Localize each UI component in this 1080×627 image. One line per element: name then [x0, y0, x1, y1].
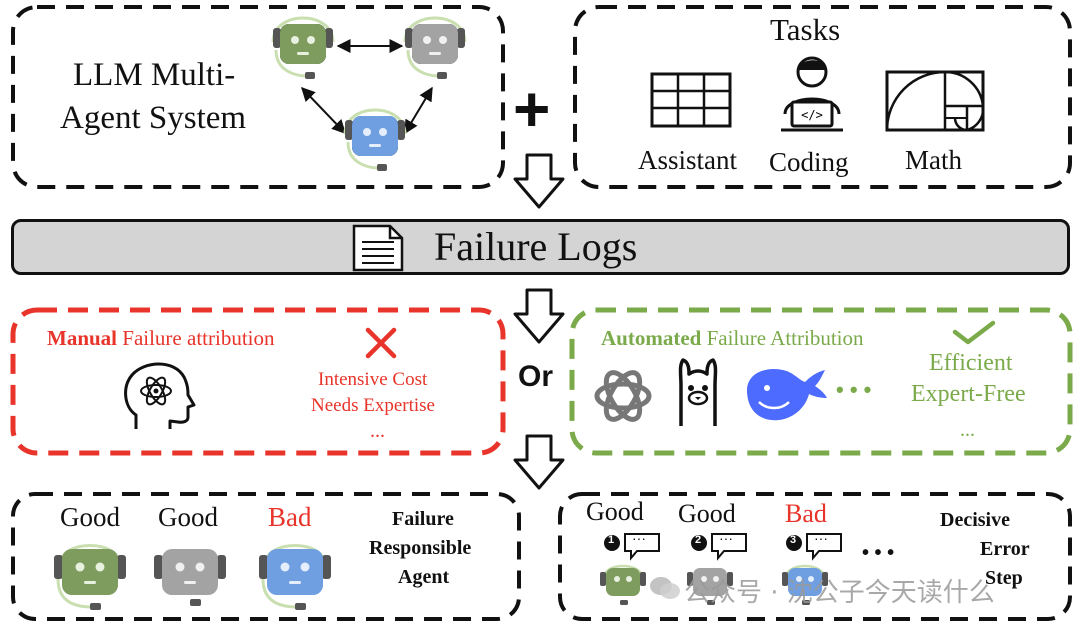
- automated-benefit-efficient: Efficient: [929, 350, 1013, 376]
- automated-title: Automated Failure Attribution: [601, 326, 863, 351]
- down-arrow-1: [513, 153, 565, 209]
- cross-icon: [365, 327, 397, 359]
- agent-label-2: Good: [158, 502, 218, 532]
- failure-logs-label: Failure Logs: [434, 224, 638, 269]
- steps-more-dots: • • •: [862, 542, 895, 564]
- robot-green-top: [271, 16, 335, 81]
- brain-head-icon: [124, 362, 196, 429]
- system-label-line2: Agent System: [60, 100, 247, 136]
- step-1-bubble-text: ···: [632, 530, 646, 546]
- down-arrow-2: [513, 288, 565, 344]
- task-label-math: Math: [905, 145, 962, 175]
- responsible-caption-3: Agent: [398, 566, 450, 588]
- manual-issue-cost: Intensive Cost: [318, 369, 428, 390]
- automated-title-rest: Failure Attribution: [701, 326, 864, 350]
- wechat-logo-icon: [650, 577, 680, 599]
- task-label-coding: Coding: [769, 147, 849, 177]
- manual-title: Manual Failure attribution: [47, 326, 275, 351]
- step-2-robot: [687, 568, 733, 605]
- agent-label-1: Good: [60, 502, 120, 532]
- check-icon: [952, 320, 996, 345]
- decisive-caption-2: Error: [980, 538, 1030, 560]
- responsible-caption-2: Responsible: [369, 537, 472, 559]
- automated-more: ...: [960, 419, 975, 441]
- down-arrow-3: [513, 434, 565, 490]
- system-label-line1: LLM Multi-: [73, 57, 236, 93]
- watermark-text: 公众号 · 沈公子今天读什么: [684, 578, 995, 608]
- step-2-number: 2: [695, 534, 702, 546]
- step-label-1: Good: [586, 497, 644, 526]
- robot-blue-bottom: [259, 544, 331, 610]
- deepseek-logo-icon: [747, 368, 827, 421]
- coder-icon: </>: [781, 56, 843, 132]
- robot-gray-bottom: [154, 549, 226, 606]
- step-3-bubble-text: ···: [814, 530, 828, 546]
- step-1-bubble: [604, 533, 660, 561]
- llama-logo-icon: [678, 358, 718, 426]
- robot-green-bottom: [54, 544, 126, 610]
- step-3-robot: [782, 564, 828, 605]
- or-label: Or: [518, 360, 554, 393]
- automated-benefit-expertfree: Expert-Free: [911, 381, 1026, 407]
- responsible-caption-1: Failure: [392, 508, 454, 530]
- robot-gray-top: [403, 16, 467, 81]
- manual-title-rest: Failure attribution: [117, 326, 275, 350]
- models-more-dots: • • •: [836, 377, 872, 402]
- svg-text:</>: </>: [801, 108, 823, 122]
- table-icon: [650, 72, 732, 128]
- robot-blue-top: [343, 108, 407, 173]
- plus-sign: +: [513, 73, 551, 145]
- step-label-2: Good: [678, 499, 736, 528]
- decisive-caption-1: Decisive: [940, 509, 1010, 531]
- step-label-3: Bad: [785, 499, 827, 528]
- document-icon: [352, 224, 404, 272]
- step-3-bubble: [786, 533, 842, 561]
- step-1-number: 1: [608, 534, 615, 546]
- step-3-number: 3: [790, 534, 797, 546]
- openai-logo-icon: [594, 370, 652, 422]
- manual-title-bold: Manual: [47, 326, 118, 350]
- manual-more: ...: [370, 420, 385, 442]
- agent-label-3: Bad: [268, 502, 312, 532]
- failure-logs-bar: [11, 219, 1070, 275]
- manual-issue-expertise: Needs Expertise: [311, 395, 435, 416]
- automated-title-bold: Automated: [601, 326, 702, 350]
- golden-ratio-icon: [885, 70, 985, 132]
- task-label-assistant: Assistant: [638, 145, 738, 175]
- tasks-title: Tasks: [770, 12, 841, 47]
- decisive-caption-3: Step: [985, 567, 1023, 589]
- step-1-robot: [600, 564, 646, 605]
- step-2-bubble-text: ···: [719, 530, 733, 546]
- step-2-bubble: [691, 533, 747, 561]
